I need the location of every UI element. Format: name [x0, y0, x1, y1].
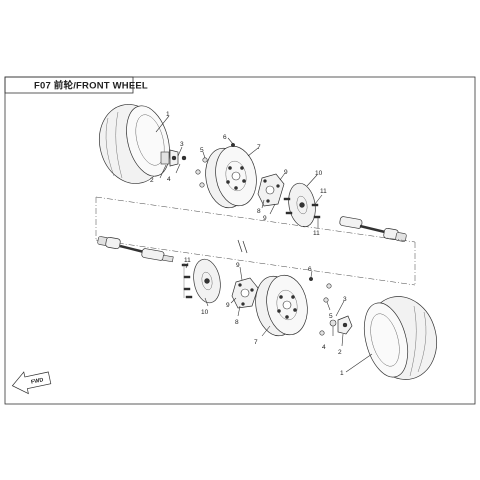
callout-6: 6 [223, 134, 227, 141]
callout-8: 8 [235, 319, 239, 326]
callout-9-upper: 9 [284, 169, 288, 176]
callout-10: 10 [315, 170, 323, 177]
upper-hub-nut [160, 149, 179, 167]
callout-11-upper: 11 [320, 188, 327, 195]
lower-lug-nut [323, 297, 329, 303]
lower-rim [255, 274, 308, 337]
title-box [4, 76, 134, 94]
callout-9-lower: 9 [263, 215, 267, 222]
fwd-label: FWD [31, 377, 45, 385]
callout-5: 5 [200, 147, 204, 154]
callout-5: 5 [329, 313, 333, 320]
callout-3: 3 [180, 141, 184, 148]
upper-callouts: 1 2 3 4 5 6 7 8 9 9 10 11 11 [150, 111, 327, 237]
callout-11: 11 [184, 257, 191, 264]
callout-4: 4 [167, 176, 171, 183]
callout-9-lower: 9 [226, 302, 230, 309]
upper-lug-nut [199, 182, 205, 188]
upper-drive-shaft [339, 216, 407, 242]
callout-2: 2 [150, 177, 154, 184]
diagram-border [4, 76, 476, 405]
callout-10: 10 [201, 309, 209, 316]
lower-callouts: 1 2 3 4 5 6 7 8 9 9 10 11 [183, 257, 373, 377]
callout-1: 1 [340, 370, 344, 377]
lower-hub-nut [329, 315, 353, 335]
callout-7: 7 [254, 339, 258, 346]
callout-1: 1 [166, 111, 170, 118]
upper-cotter-pin [181, 155, 187, 161]
callout-7: 7 [257, 144, 261, 151]
upper-lug-nut [195, 169, 201, 175]
upper-rim [205, 145, 257, 209]
diagram-title: F07 前轮/FRONT WHEEL [34, 80, 148, 92]
lower-valve-stem [309, 277, 314, 282]
callout-9-upper: 9 [236, 262, 240, 269]
callout-4: 4 [322, 344, 326, 351]
lower-brake-disc [193, 258, 221, 304]
callout-6: 6 [308, 266, 312, 273]
callout-3: 3 [343, 296, 347, 303]
callout-2: 2 [338, 349, 342, 356]
upper-lug-nut [202, 157, 208, 163]
lower-tire [363, 296, 437, 380]
axle-centerline [95, 196, 416, 286]
lower-drive-shaft [97, 236, 174, 263]
fwd-arrow-icon: FWD [11, 371, 52, 395]
upper-valve-stem [230, 142, 235, 147]
lower-lug-nut [319, 330, 325, 336]
upper-tire [99, 104, 170, 184]
upper-wheel-hub [257, 173, 285, 207]
lower-wheel-hub [231, 277, 259, 309]
lower-disc-bolts [181, 263, 193, 299]
lower-lug-nut [326, 283, 332, 289]
callout-8: 8 [257, 208, 261, 215]
callout-11-lower: 11 [313, 230, 320, 237]
